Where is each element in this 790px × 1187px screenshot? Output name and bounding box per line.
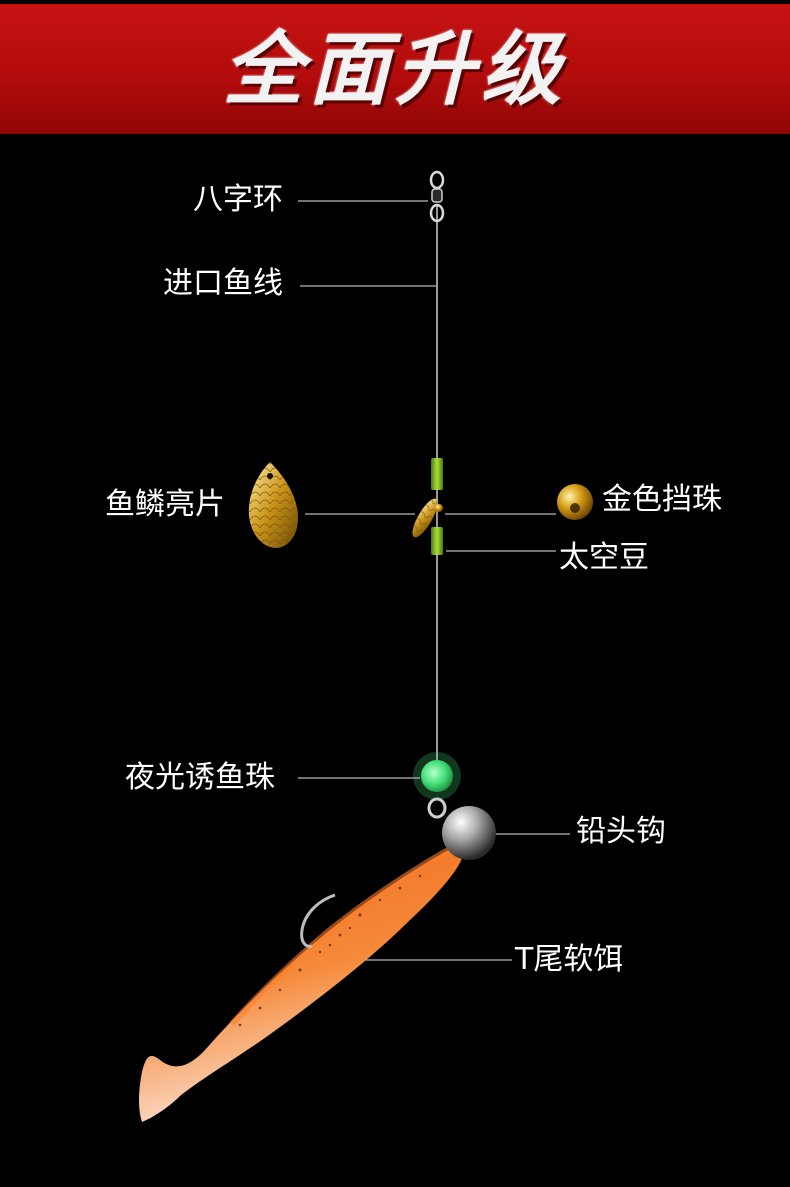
gold-bead-icon [557,484,593,520]
label-spinner-blade: 鱼鳞亮片 [105,487,225,522]
soft-bait-icon [139,845,462,1122]
space-bean-upper [431,458,443,490]
label-gold-bead: 金色挡珠 [602,482,722,517]
label-glow-bead: 夜光诱鱼珠 [125,760,275,795]
title-banner: 全面升级 [0,0,790,134]
label-space-bean: 太空豆 [559,540,649,575]
banner-title: 全面升级 [223,23,567,116]
label-fishing-line: 进口鱼线 [163,266,283,301]
gold-bead-on-line [435,504,443,512]
label-swivel: 八字环 [193,182,283,217]
space-bean-lower [431,527,443,555]
leader-lines [298,200,570,961]
spinner-blade-icon [248,462,298,548]
jig-eye [427,797,447,819]
banner-top-stripe [0,0,790,4]
jig-head-icon [442,806,496,860]
label-soft-bait: T尾软饵 [515,942,624,977]
hook-icon [300,893,336,948]
glow-bead-icon [413,752,461,800]
swivel-icon [429,170,445,223]
spinner-blade-on-line-icon [412,498,438,538]
label-jig-head: 铅头钩 [576,814,666,849]
